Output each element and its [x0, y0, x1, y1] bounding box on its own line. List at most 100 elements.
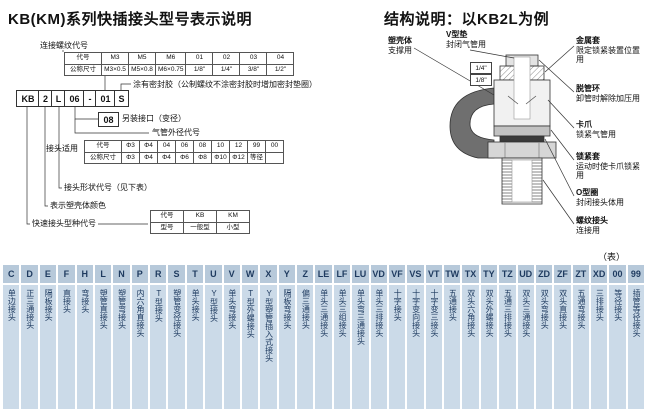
shape-code: LE: [314, 264, 333, 284]
o-ring-name: O型圈: [576, 188, 599, 197]
model-box-thread: 01: [95, 90, 116, 107]
table-cell: 08: [193, 140, 212, 153]
shape-code: UD: [516, 264, 535, 284]
shape-name: 单头三通接头: [314, 284, 333, 410]
shape-name: 隔板弯接头: [277, 284, 296, 410]
shape-code: T: [185, 264, 205, 284]
elbow-fitting-drawing: [449, 54, 557, 205]
threaded-connector-name: 螺纹接头: [576, 216, 608, 225]
shape-name: 单头接头: [185, 284, 205, 410]
lock-sleeve-name: 锁紧套: [576, 152, 600, 161]
model-box-sealant: S: [114, 90, 129, 107]
shape-name: Y型接头: [204, 284, 223, 410]
callout-plastic-shell: 塑壳体 支撑用: [388, 36, 434, 55]
plastic-shell-name: 塑壳体: [388, 36, 412, 45]
table-cell: Φ12: [229, 151, 248, 164]
shape-code: TY: [479, 264, 499, 284]
shape-name: 十字接头: [387, 284, 407, 410]
release-ring-desc: 卸管时解除加压用: [576, 93, 640, 103]
table-cell: KB: [183, 210, 217, 223]
shape-name: Y型塑管插入式接头: [259, 284, 278, 410]
callout-leader-lines: [413, 45, 575, 225]
shape-name: 塑管弯接头: [112, 284, 131, 410]
shape-code: LU: [351, 264, 370, 284]
metal-sleeve-desc: 限定锁紧装置位置用: [576, 45, 640, 65]
shape-name: 单头弯三通接头: [351, 284, 370, 410]
shape-name: 直接头: [57, 284, 76, 410]
plastic-shell-desc: 支撑用: [388, 45, 412, 55]
claw-desc: 锁紧气管用: [576, 129, 616, 139]
fitting-fit-label: 接头适用: [46, 144, 78, 153]
shape-name: 隔板接头: [38, 284, 58, 410]
table-cell: 代号: [64, 52, 102, 65]
table-cell: 04: [157, 140, 176, 153]
model-box-tube-od: 06: [64, 90, 85, 107]
table-cell: 代号: [84, 140, 122, 153]
shape-name: T型外螺接头: [240, 284, 260, 410]
table-cell: 03: [239, 52, 268, 65]
table-cell: 小型: [216, 221, 250, 234]
release-ring-name: 脱管环: [576, 84, 600, 93]
shape-code: H: [75, 264, 94, 284]
lock-sleeve-desc: 运动时使卡爪锁紧用: [576, 161, 640, 181]
table-cell: Φ4: [157, 151, 176, 164]
shape-code: VD: [369, 264, 388, 284]
shape-name: 双头六角接头: [461, 284, 480, 410]
shape-code: N: [112, 264, 131, 284]
table-cell: M5×0.8: [128, 63, 156, 76]
shape-name: 五通接头: [443, 284, 462, 410]
shape-name: 五通弯接头: [571, 284, 590, 410]
table-cell: Φ8: [193, 151, 212, 164]
table-cell: Φ10: [211, 151, 230, 164]
shape-code: ZD: [534, 264, 554, 284]
table-cell: Φ4: [139, 151, 158, 164]
shape-code: LF: [332, 264, 352, 284]
shape-code: D: [20, 264, 39, 284]
shape-name: 塑管直接头: [93, 284, 113, 410]
o-ring-desc: 封闭接头体用: [576, 197, 624, 207]
shape-name: 弯接头: [75, 284, 94, 410]
right-section-title: 结构说明：以KB2L为例: [384, 11, 550, 28]
shell-color-label: 表示塑壳体颜色: [50, 201, 106, 210]
shape-name: 单边接头: [2, 284, 21, 410]
shape-code: XD: [590, 264, 609, 284]
table-cell: Φ6: [175, 151, 194, 164]
model-code-leader-lines: [26, 50, 149, 225]
claw-name: 卡爪: [576, 120, 592, 129]
shape-name: T型接头: [149, 284, 168, 410]
callout-threaded-connector: 螺纹接头 连接用: [576, 216, 642, 235]
extra-port-code-box: 08: [98, 112, 119, 127]
sealant-label: 涂有密封胶（公制螺纹不涂密封胶时增加密封垫圈）: [133, 80, 317, 89]
table-cell: 12: [229, 140, 248, 153]
table-cell: M6: [154, 52, 187, 65]
shape-name: 十字变向接头: [406, 284, 425, 410]
shape-name: 双头三通接头: [516, 284, 535, 410]
shape-name: 插管等径接头: [626, 284, 646, 410]
table-cell: 00: [265, 140, 284, 153]
shape-name: 双头直接头: [553, 284, 572, 410]
table-cell: 3/8": [239, 63, 268, 76]
table-cell: 型号: [150, 221, 184, 234]
shape-code-label: 接头形状代号（见下表）: [64, 183, 152, 192]
